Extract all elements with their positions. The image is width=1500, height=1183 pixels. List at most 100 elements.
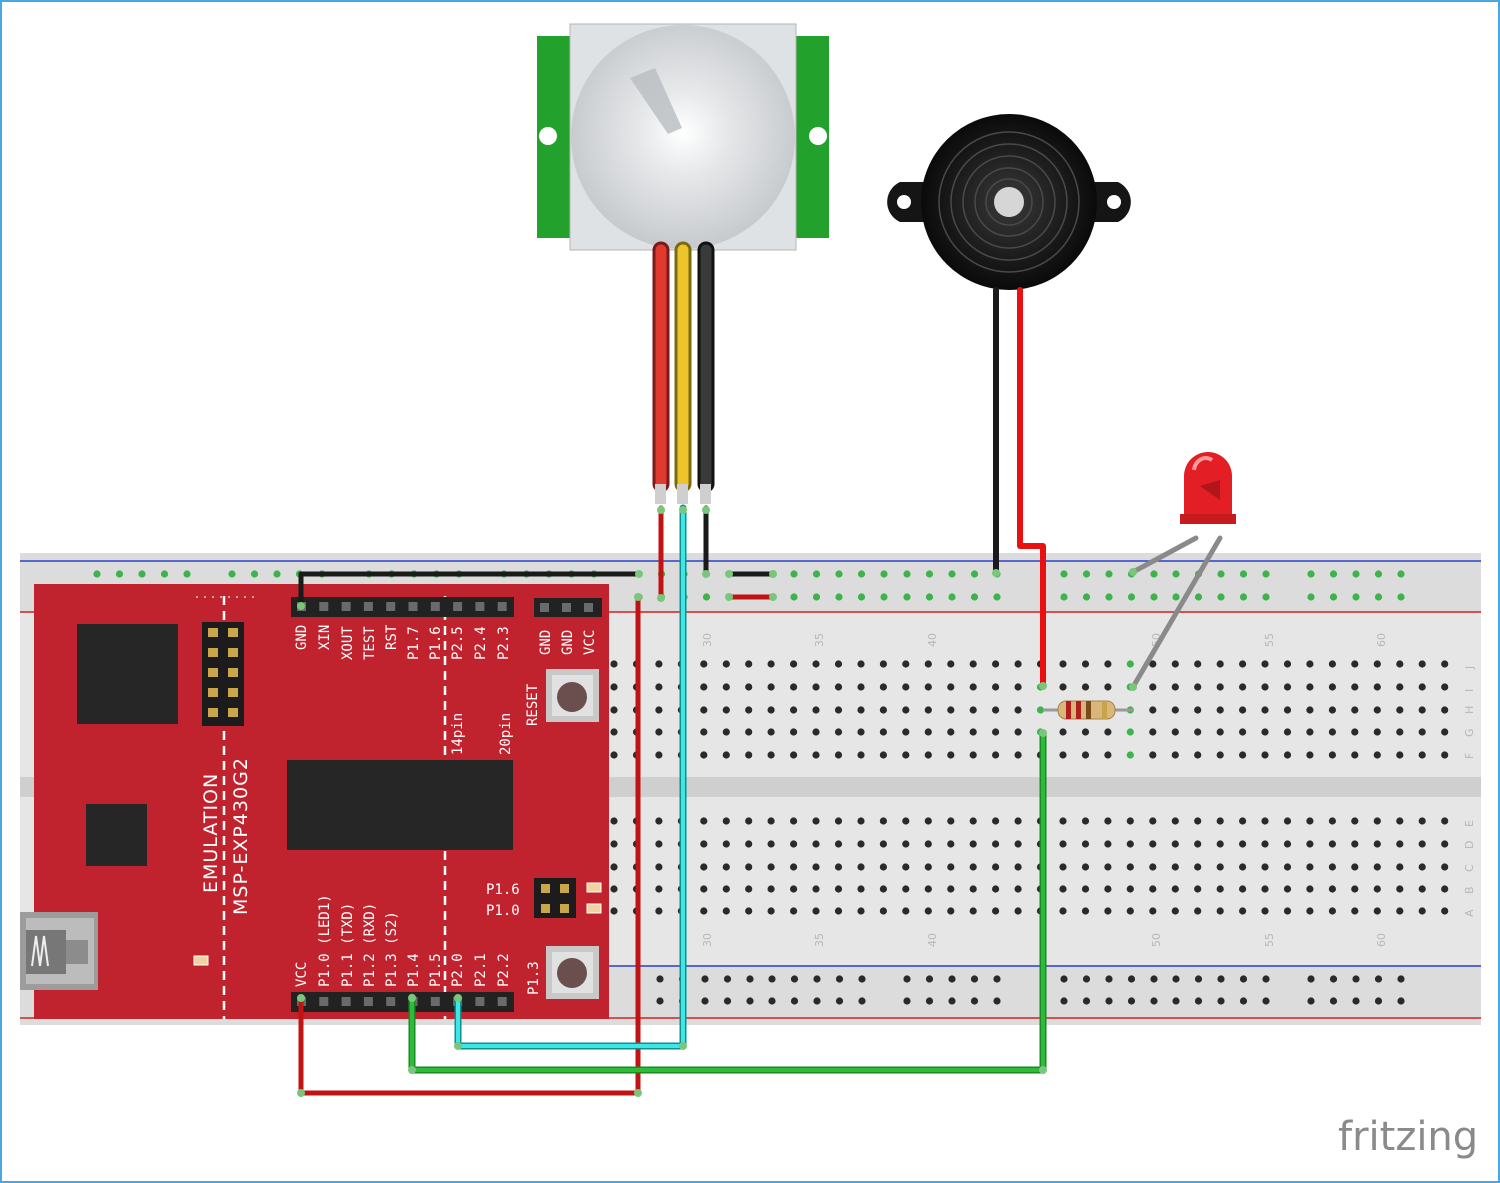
emulation-chip [77, 624, 178, 724]
breadboard-hole [1396, 817, 1404, 825]
pir-pin [655, 484, 666, 504]
breadboard-hole [1171, 728, 1179, 736]
breadboard-hole [1373, 660, 1381, 668]
breadboard-hole [1351, 863, 1359, 871]
breadboard-hole [610, 840, 618, 848]
led-rim [1180, 514, 1236, 524]
wire-buzzer-positive [1017, 287, 1046, 689]
column-number: 30 [701, 633, 714, 647]
breadboard-hole [857, 907, 865, 915]
led-icon [1130, 452, 1236, 690]
breadboard-hole [1014, 863, 1022, 871]
breadboard-hole [790, 593, 798, 601]
breadboard-hole [1283, 840, 1292, 848]
breadboard-hole [924, 683, 932, 691]
breadboard-hole [1307, 593, 1315, 601]
breadboard-hole [790, 817, 798, 825]
row-letter: B [1463, 886, 1476, 894]
small-chip [86, 804, 147, 866]
header-pin [475, 602, 485, 611]
wire-ends [297, 506, 1137, 1097]
breadboard-hole [1329, 593, 1338, 601]
breadboard-hole [1239, 863, 1247, 871]
breadboard-hole [1059, 728, 1067, 736]
breadboard-hole [812, 660, 820, 668]
bottom-pin-labels: VCC P1.0 (LED1) P1.1 (TXD) P1.2 (RXD) P1… [294, 894, 512, 987]
breadboard-hole [992, 885, 1000, 893]
breadboard-hole [948, 570, 956, 578]
breadboard-hole [1307, 975, 1315, 983]
breadboard-hole [745, 706, 753, 714]
breadboard-hole [969, 751, 977, 759]
breadboard-hole [1239, 706, 1247, 714]
header-pin [363, 602, 373, 611]
breadboard-hole [745, 660, 753, 668]
breadboard-hole [1082, 975, 1091, 983]
breadboard-hole [1081, 683, 1090, 691]
breadboard-hole [812, 840, 820, 848]
breadboard-hole [1150, 593, 1158, 601]
breadboard-hole [768, 975, 776, 983]
breadboard-hole [835, 593, 843, 601]
breadboard-hole [1014, 751, 1022, 759]
breadboard-hole [768, 997, 776, 1005]
breadboard-hole [1418, 885, 1426, 893]
breadboard-hole [1149, 885, 1157, 893]
breadboard-hole [1396, 706, 1404, 714]
breadboard-hole [992, 683, 1000, 691]
breadboard-hole [656, 975, 664, 983]
breadboard-hole [1261, 817, 1269, 825]
breadboard-hole [1126, 817, 1134, 825]
breadboard-hole [1126, 728, 1134, 736]
breadboard-hole [993, 975, 1001, 983]
header-pin [430, 997, 440, 1006]
breadboard-hole [1216, 863, 1224, 871]
breadboard-hole [992, 863, 1000, 871]
breadboard-hole [700, 907, 708, 915]
breadboard-hole [1261, 706, 1269, 714]
breadboard-hole [1441, 706, 1449, 714]
breadboard-hole [1149, 683, 1157, 691]
breadboard-hole [902, 683, 910, 691]
breadboard-hole [1149, 840, 1157, 848]
breadboard-hole [790, 840, 798, 848]
breadboard-hole [1396, 660, 1404, 668]
breadboard-hole [1171, 840, 1179, 848]
breadboard-hole [1105, 593, 1113, 601]
breadboard-hole [1396, 728, 1404, 736]
breadboard-hole [1059, 907, 1067, 915]
breadboard-hole [1396, 840, 1404, 848]
dome-facet [630, 68, 682, 134]
breadboard-hole [834, 885, 843, 893]
breadboard-hole [1352, 975, 1360, 983]
breadboard-hole [610, 885, 618, 893]
breadboard-hole [1441, 907, 1449, 915]
breadboard-hole [655, 751, 663, 759]
breadboard-hole [879, 728, 888, 736]
breadboard-hole [1328, 706, 1336, 714]
breadboard-hole [1149, 863, 1157, 871]
mount-hole [809, 127, 827, 145]
pushbutton-icon[interactable] [546, 946, 599, 999]
pushbutton-icon[interactable] [546, 669, 599, 722]
breadboard-hole [969, 728, 977, 736]
breadboard-hole [857, 751, 865, 759]
breadboard-hole [969, 817, 977, 825]
pin-label: TEST [362, 626, 378, 660]
breadboard-hole [1396, 751, 1404, 759]
pin-label: P1.4 [406, 953, 422, 987]
breadboard-hole [1127, 997, 1136, 1005]
pin-label: P2.1 [473, 953, 489, 987]
header-pin [341, 997, 351, 1006]
breadboard-hole [857, 570, 866, 578]
breadboard-hole [1172, 570, 1180, 578]
breadboard-hole [857, 885, 865, 893]
breadboard-hole [1306, 706, 1314, 714]
breadboard-hole [879, 907, 888, 915]
breadboard-hole [1217, 975, 1225, 983]
breadboard-hole [723, 975, 732, 983]
breadboard-hole [610, 817, 618, 825]
breadboard-hole [924, 840, 932, 848]
breadboard-hole [1194, 997, 1203, 1005]
breadboard-hole [1126, 840, 1134, 848]
